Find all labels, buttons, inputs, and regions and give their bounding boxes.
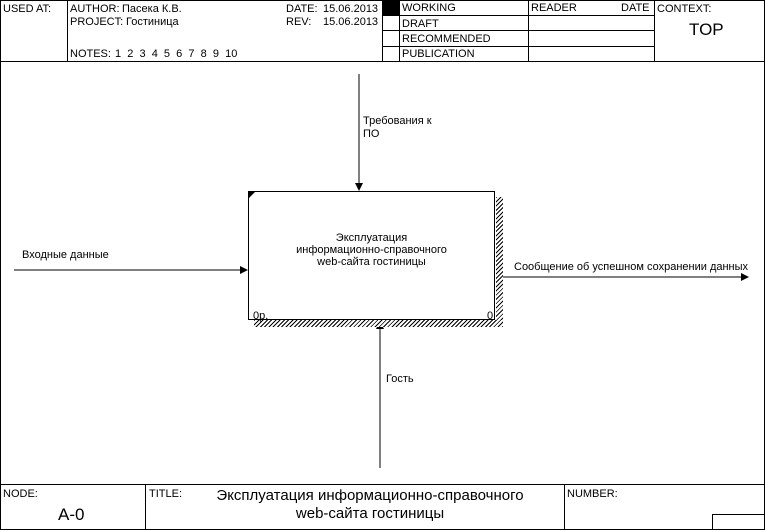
reader-label: READER [531,2,577,14]
reader-date-label: DATE [621,2,650,14]
number-label: NUMBER: [567,488,618,500]
activity-title-line: Эксплуатация [335,232,408,244]
activity-title-line: web-сайта гостиницы [317,256,426,268]
activity-title: Эксплуатация информационно-справочного w… [249,232,494,268]
rev-label: REV: [286,16,312,28]
control-arrow[interactable] [355,74,363,191]
project-label: PROJECT: [70,16,124,28]
output-arrowhead-icon [741,273,749,281]
used-at-label: USED AT: [3,3,52,15]
mechanism-arrow[interactable] [376,321,384,468]
date-value: 15.06.2013 [323,3,379,15]
output-label: Сообщение об успешном сохранении данных [514,261,749,273]
title-label: TITLE: [149,488,183,500]
activity-box[interactable]: Эксплуатация информационно-справочного w… [248,191,495,322]
diagram-title-line: web-сайта гостиницы [295,505,445,522]
control-arrowhead-icon [355,183,363,191]
activity-shadow-right [496,197,503,327]
context-label: CONTEXT: [657,3,712,15]
rev-value: 15.06.2013 [323,16,379,28]
notes-label: NOTES: [70,48,111,60]
author-value: Пасека К.В. [122,3,182,15]
status-draft: DRAFT [402,18,439,30]
project-value: Гостиница [126,16,179,28]
activity-shadow-bottom [254,320,503,327]
node-label: NODE: [3,488,38,500]
input-label: Входные данные [22,249,109,261]
output-arrow[interactable] [503,273,749,281]
box-corner-marker [249,192,255,198]
diagram-title-line: Эксплуатация информационно-справочного [216,487,524,504]
activity-number: 0 [487,310,494,322]
status-publication: PUBLICATION [402,48,475,60]
control-label-line-1: Требования к [363,115,432,127]
input-arrowhead-icon [240,266,248,274]
notes-numbers: 1 2 3 4 5 6 7 8 9 10 [115,48,238,60]
date-label: DATE: [286,3,318,15]
working-marker [383,1,399,15]
status-working: WORKING [402,2,456,14]
node-value: A-0 [58,505,85,524]
status-recommended: RECOMMENDED [402,33,491,45]
context-value: TOP [689,20,724,39]
activity-title-line: информационно-справочного [296,244,447,256]
input-arrow[interactable] [14,266,248,274]
diagram-title: Эксплуатация информационно-справочного w… [150,487,590,523]
activity-cost: 0р. [253,310,269,322]
author-label: AUTHOR: [70,3,120,15]
mechanism-label: Гость [386,373,414,385]
control-label-line-2: ПО [363,128,380,140]
